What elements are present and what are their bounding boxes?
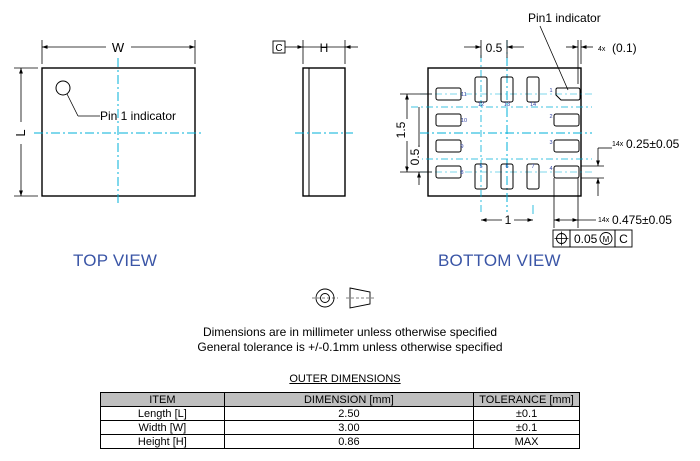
top-view: Pin 1 indicator W L [13, 40, 204, 206]
cell-item: Height [H] [100, 434, 225, 449]
w-label: W [112, 40, 125, 55]
pad-6 [500, 163, 514, 190]
pad-length-count: 14x [598, 217, 610, 224]
dim-1-5-label: 1.5 [394, 121, 408, 138]
pad-num-14: 14 [530, 102, 536, 108]
pitch-label: 0.5 [486, 41, 503, 55]
pad-num-5: 5 [479, 164, 482, 170]
pad-4 [553, 165, 580, 179]
pin1-label-bottom: Pin1 indicator [528, 11, 601, 25]
cell-tolerance: ±0.1 [473, 406, 580, 421]
pin1-leader [66, 93, 79, 117]
general-notes: Dimensions are in millimeter unless othe… [0, 325, 700, 355]
l-label: L [13, 129, 28, 136]
pin1-label-top: Pin 1 indicator [100, 109, 176, 123]
clearance-count: 4x [598, 46, 606, 53]
table-header-row: ITEM DIMENSION [mm] TOLERANCE [mm] [100, 392, 580, 407]
clearance-value: (0.1) [612, 41, 637, 55]
pad-num-8: 8 [460, 170, 463, 176]
table-row: Width [W] 3.00 ±0.1 [100, 420, 580, 435]
top-view-title: TOP VIEW [73, 251, 158, 270]
pad-10 [435, 113, 462, 127]
outer-dimensions-table: ITEM DIMENSION [mm] TOLERANCE [mm] Lengt… [100, 392, 580, 449]
fcf-tolerance-value: 0.05 [574, 232, 598, 246]
dim-1-label: 1 [505, 213, 512, 227]
pad-length-value: 0.475±0.05 [612, 213, 672, 227]
pad-14 [526, 76, 540, 103]
pad-9 [435, 139, 462, 153]
pad-num-1: 1 [549, 88, 552, 94]
projection-symbol-icon [312, 287, 374, 309]
dim-0-5-v-mask [408, 147, 422, 167]
pad-13 [500, 76, 514, 103]
pad-num-3: 3 [549, 140, 552, 146]
pad-2 [553, 113, 580, 127]
header-dimension: DIMENSION [mm] [223, 392, 475, 407]
pad-5 [474, 163, 488, 190]
feature-control-frame: 0.05 M C [552, 229, 633, 248]
note-units: Dimensions are in millimeter unless othe… [202, 325, 498, 339]
mmc-icon [599, 232, 613, 245]
pad-num-12: 12 [478, 102, 484, 108]
fcf-cell-datum [614, 229, 633, 248]
cell-item: Length [L] [100, 406, 225, 421]
pad-num-4: 4 [549, 166, 552, 172]
pad-12 [474, 76, 488, 103]
pad-3 [553, 139, 580, 153]
pad-num-10: 10 [461, 118, 467, 124]
pad-11 [435, 87, 462, 101]
dim-1-5-mask [394, 119, 408, 141]
side-view: H C [272, 40, 358, 197]
pad-num-13: 13 [504, 102, 510, 108]
pin1-bottom-leader [539, 25, 569, 91]
side-view-body [302, 67, 346, 197]
pad-num-9: 9 [460, 144, 463, 150]
dim-0-5-v-label: 0.5 [408, 148, 422, 165]
pad-num-2: 2 [549, 114, 552, 120]
cell-tolerance: ±0.1 [473, 420, 580, 435]
table-row: Height [H] 0.86 MAX [100, 434, 580, 449]
pad-num-11: 11 [461, 92, 467, 98]
header-tolerance: TOLERANCE [mm] [473, 392, 580, 407]
table-title: OUTER DIMENSIONS [289, 373, 401, 385]
bottom-view: 1 2 3 4 5 6 7 8 9 10 11 12 13 14 0.5 4x … [394, 11, 680, 248]
header-item: ITEM [100, 392, 225, 407]
fcf-mmc-letter: M [603, 235, 610, 244]
fcf-datum-letter: C [619, 232, 628, 246]
bottom-view-title: BOTTOM VIEW [438, 251, 561, 270]
pad-width-count: 14x [612, 141, 624, 148]
pad-width-value: 0.25±0.05 [626, 137, 680, 151]
cell-dimension: 3.00 [223, 420, 475, 435]
cell-dimension: 2.50 [223, 406, 475, 421]
pin1-circle-icon [55, 80, 71, 96]
pad-1 [555, 87, 581, 101]
cell-tolerance: MAX [473, 434, 580, 449]
cell-item: Width [W] [100, 420, 225, 435]
pad-num-6: 6 [505, 164, 508, 170]
pad-7 [526, 163, 540, 190]
pad-num-7: 7 [531, 164, 534, 170]
h-label: H [320, 41, 329, 55]
note-tolerance: General tolerance is +/-0.1mm unless oth… [197, 340, 503, 354]
dim-1-mask [502, 212, 514, 226]
datum-c-label: C [275, 43, 282, 54]
cell-dimension: 0.86 [223, 434, 475, 449]
bottom-view-body [427, 67, 582, 197]
pad-8 [435, 165, 462, 179]
table-row: Length [L] 2.50 ±0.1 [100, 406, 580, 421]
